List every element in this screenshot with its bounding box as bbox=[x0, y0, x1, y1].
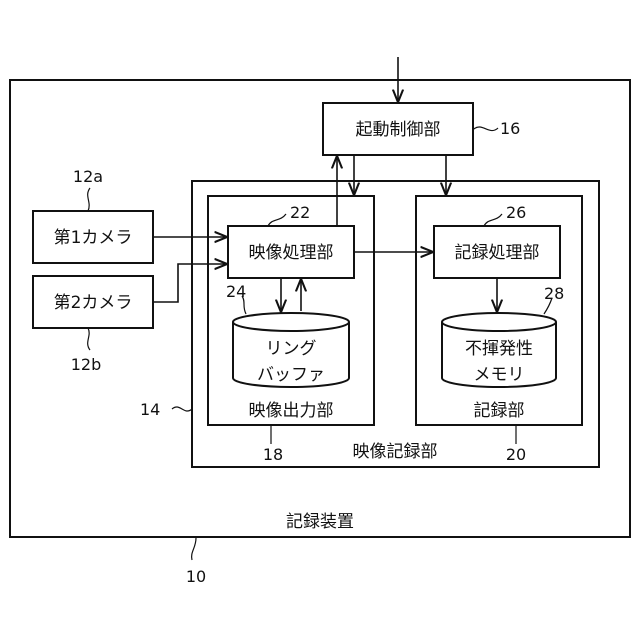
record-processing-label: 記録処理部 bbox=[455, 243, 540, 263]
video-processing-label: 映像処理部 bbox=[249, 243, 334, 263]
ring-buffer-ref: 24 bbox=[226, 282, 246, 301]
recording-device-leader bbox=[192, 538, 196, 560]
ring-buffer-label-2: バッファ bbox=[257, 365, 325, 385]
memory-label-1: 不揮発性 bbox=[465, 339, 533, 359]
recording-device-label: 記録装置 bbox=[286, 512, 354, 532]
camera2-label: 第2カメラ bbox=[54, 293, 133, 313]
camera2-ref: 12b bbox=[71, 355, 102, 374]
camera1-label: 第1カメラ bbox=[54, 228, 133, 248]
memory-label-2: メモリ bbox=[474, 365, 525, 385]
memory-ref: 28 bbox=[544, 284, 564, 303]
camera1-ref: 12a bbox=[73, 167, 103, 186]
video-output-ref: 18 bbox=[263, 445, 283, 464]
video-recording-ref: 14 bbox=[140, 400, 160, 419]
ring-buffer-label-1: リング bbox=[266, 339, 317, 359]
video-output-label: 映像出力部 bbox=[249, 401, 334, 421]
video-processing-ref: 22 bbox=[290, 203, 310, 222]
recorder-label: 記録部 bbox=[474, 401, 525, 421]
recording-device-ref: 10 bbox=[186, 567, 206, 586]
video-recording-label: 映像記録部 bbox=[353, 442, 438, 462]
memory-top bbox=[442, 313, 556, 331]
recorder-ref: 20 bbox=[506, 445, 526, 464]
startup-control-label: 起動制御部 bbox=[356, 120, 441, 140]
ring-buffer-top bbox=[233, 313, 349, 331]
startup-control-ref: 16 bbox=[500, 119, 520, 138]
record-processing-ref: 26 bbox=[506, 203, 526, 222]
